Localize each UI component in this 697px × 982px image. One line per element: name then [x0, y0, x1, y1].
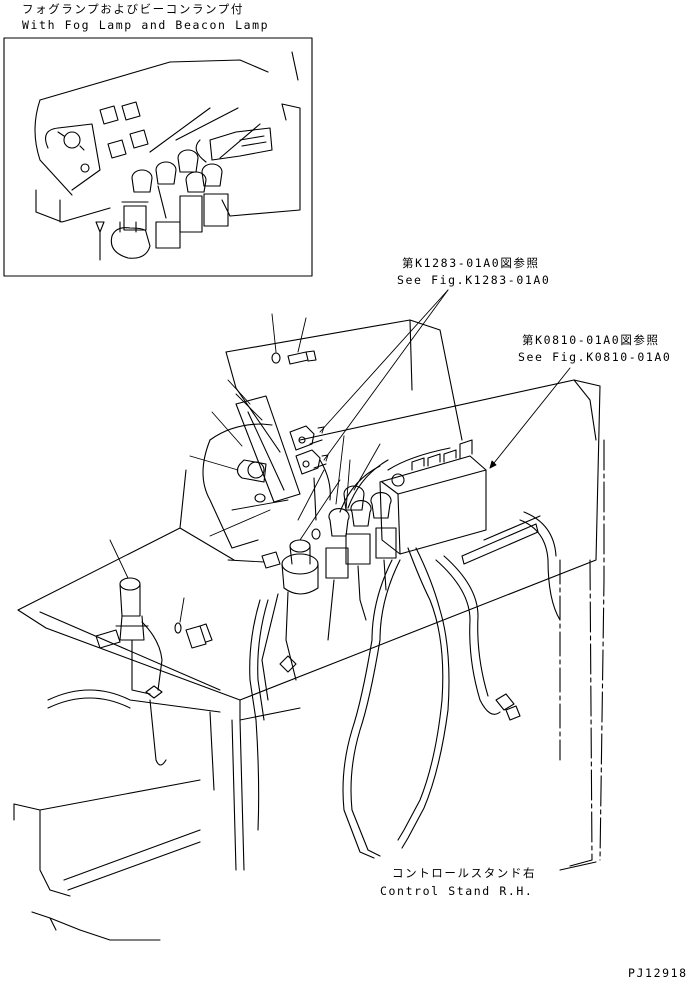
top-bolt — [272, 351, 316, 364]
dashboard-body — [14, 320, 604, 940]
ref-k0810-jp: 第K0810-01A0図参照 — [522, 333, 660, 347]
inset-title-en: With Fog Lamp and Beacon Lamp — [22, 18, 270, 32]
work-lamp — [237, 460, 266, 502]
inset-frame — [4, 38, 312, 276]
wire-harness — [48, 460, 560, 858]
inset-lamp-icon — [64, 132, 80, 148]
inset-switches — [122, 150, 228, 248]
inset-connector-block — [210, 128, 272, 160]
control-stand-jp: コントロールスタンド右 — [392, 866, 537, 880]
inset-panel-top — [40, 60, 268, 100]
control-stand-en: Control Stand R.H. — [380, 884, 534, 898]
horn-assembly — [262, 529, 320, 700]
switch-cluster — [326, 486, 396, 640]
ref-k1283-en: See Fig.K1283-01A0 — [397, 273, 551, 287]
relay-bracket — [236, 396, 326, 502]
inset-horn-icon — [111, 232, 150, 258]
ref-k1283-jp: 第K1283-01A0図参照 — [402, 256, 540, 270]
inset-title-jp: フォグランプおよびビーコンランプ付 — [22, 2, 245, 16]
leader-lines — [110, 290, 570, 622]
fuse-block — [380, 440, 486, 554]
ref-k0810-en: See Fig.K0810-01A0 — [518, 350, 672, 364]
inset-box — [4, 38, 312, 276]
left-switch — [96, 578, 212, 765]
drawing-code: PJ12918 — [628, 966, 688, 980]
